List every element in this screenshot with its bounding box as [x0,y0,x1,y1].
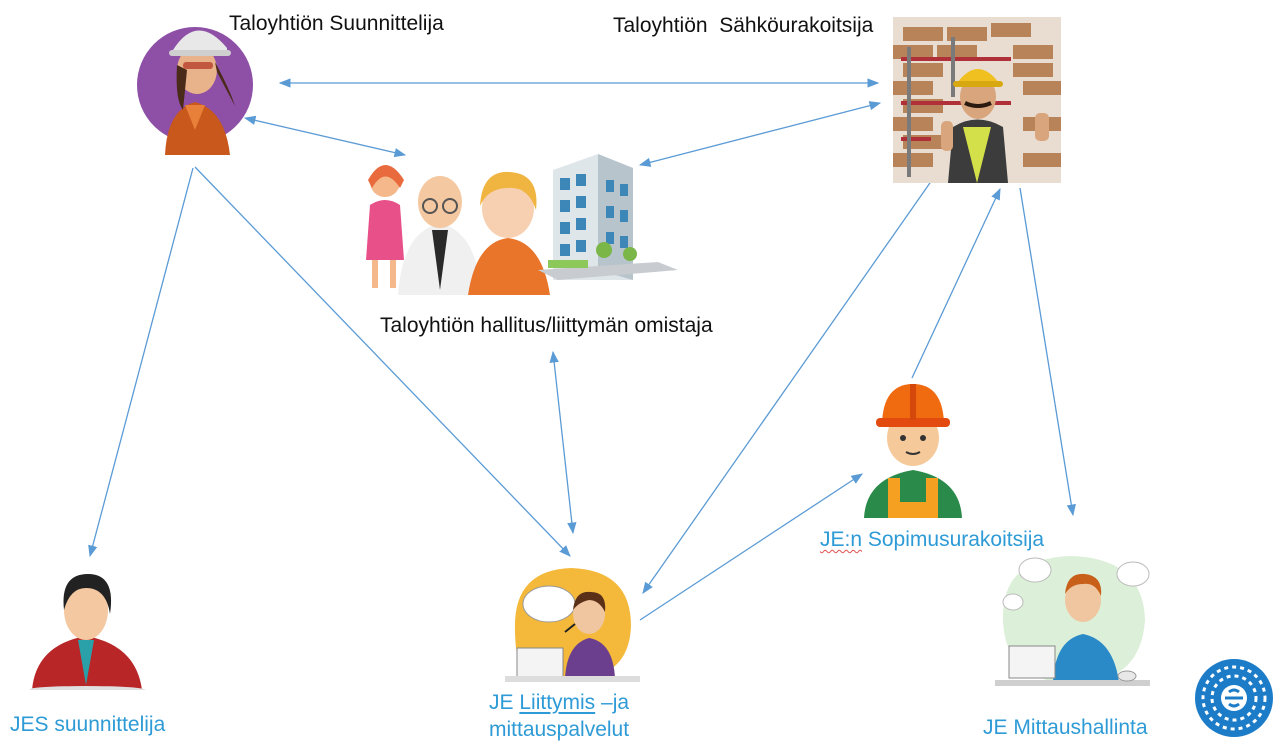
connection-label-line2: mittauspalvelut [489,718,630,742]
board-people-icon [366,154,678,295]
connection-label-underlined: Liittymis [519,691,596,714]
arrow-planner-board [243,115,407,158]
company-logo-icon [1195,659,1273,737]
arrow-contractor-connection [642,179,933,594]
building-icon [538,154,678,280]
arrow-contractor-metering [1019,187,1076,517]
connection-label: JE Liittymis –ja mittauspalvelut [489,690,629,742]
subcontractor-label-suffix: Sopimusurakoitsija [862,528,1045,551]
planner-label: Taloyhtiön Suunnittelija [229,12,444,35]
jes-avatar-icon [30,574,145,690]
worker-helmet-icon [864,384,962,518]
thinking-man-icon [995,556,1150,686]
connection-label-suffix: –ja [595,691,630,714]
contractor-photo-icon [893,17,1061,183]
metering-label: JE Mittaushallinta [983,716,1148,739]
arrow-contractor-board [638,101,882,167]
arrow-board-connection [549,350,577,535]
subcontractor-label-underlined: JE:n [820,528,863,551]
arrow-planner-jes [88,167,194,558]
arrow-connection-subcontractor [639,473,863,621]
planner-avatar-icon [137,27,253,155]
jes-label: JES suunnittelija [10,713,166,736]
connection-label-prefix: JE [489,691,520,714]
customer-service-icon [505,568,640,682]
board-label: Taloyhtiön hallitus/liittymän omistaja [380,314,713,337]
arrow-planner-connection [194,166,571,557]
contractor-label: Taloyhtiön Sähköurakoitsija [613,14,874,37]
arrow-subcontractor-contractor [911,187,1001,379]
subcontractor-label: JE:n Sopimusurakoitsija [820,527,1044,552]
